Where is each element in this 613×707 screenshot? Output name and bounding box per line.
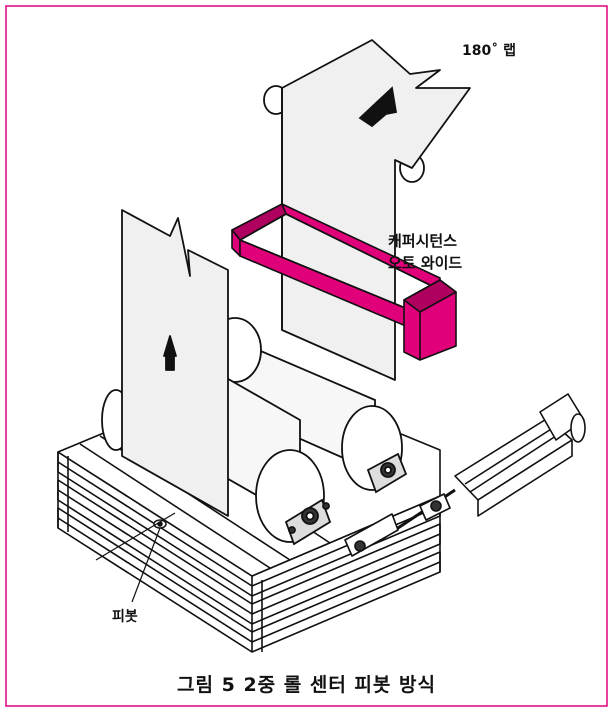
- lower-web: [121, 209, 229, 517]
- figure-caption: 그림 5 2중 롤 센터 피봇 방식: [177, 674, 436, 696]
- sensor-label: 캐퍼시턴스 오토 와이드: [388, 230, 462, 274]
- figure-border: [5, 5, 608, 707]
- wrap-angle-label: 180˚ 랩: [462, 43, 516, 59]
- actuator-cylinder: [344, 393, 586, 557]
- upper-web: [263, 39, 471, 381]
- capacitance-sensor: [231, 203, 457, 361]
- sensor-label-line2: 오토 와이드: [388, 254, 463, 272]
- pivot-label: 피봇: [112, 609, 138, 625]
- pivot-pin: [95, 512, 176, 603]
- sensor-label-line1: 캐퍼시턴스: [388, 232, 458, 250]
